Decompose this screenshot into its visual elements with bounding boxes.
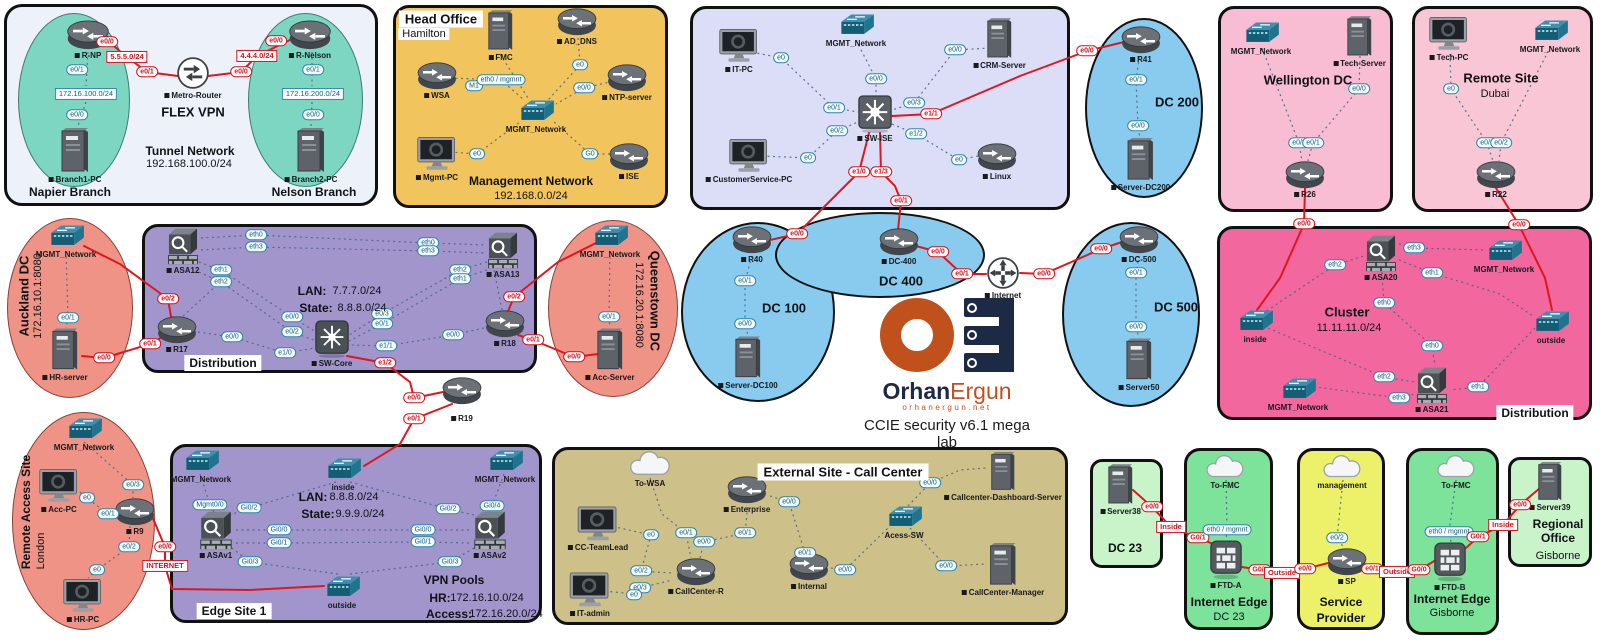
link-dash-22: [200, 246, 487, 254]
link-dash-5: [499, 53, 529, 99]
link-red-69: [1019, 241, 1123, 275]
link-red-80: [1241, 561, 1333, 574]
link-dash-13: [761, 121, 859, 159]
link-dash-8: [449, 121, 521, 155]
link-dash-42: [79, 491, 114, 515]
link-dash-19: [1498, 45, 1552, 162]
link-dash-20: [65, 250, 69, 329]
logo-e-icon: [964, 298, 1014, 372]
link-dash-28: [348, 269, 488, 342]
link-dash-32: [744, 255, 753, 337]
link-red-73: [517, 334, 599, 358]
link-dash-36: [1398, 243, 1487, 251]
link-dash-17: [1307, 55, 1361, 162]
link-red-72: [505, 241, 599, 317]
lab-title: CCIE security v6.1 mega lab: [864, 417, 1030, 451]
link-dash-24: [198, 271, 317, 342]
link-red-70: [83, 245, 173, 323]
link-dash-27: [348, 261, 488, 336]
link-red-63: [103, 37, 179, 77]
link-dash-0: [85, 51, 89, 87]
orhan-ergun-logo: OrhanErgun orhanergun.net CCIE security …: [852, 298, 1042, 451]
link-red-82: [1465, 487, 1541, 549]
link-dash-14: [891, 123, 979, 161]
link-dash-38: [1381, 271, 1436, 367]
link-red-71: [81, 335, 165, 359]
link-dash-53: [601, 523, 673, 574]
link-dash-60: [1225, 479, 1228, 541]
cluster-box: [1217, 226, 1592, 420]
link-dash-12: [891, 47, 991, 111]
link-dash-16: [1261, 47, 1303, 162]
link-dash-6: [547, 37, 581, 101]
link-dash-11: [751, 51, 859, 113]
link-dash-15: [1135, 45, 1142, 139]
logo-wordmark: OrhanErgun: [852, 380, 1042, 403]
link-dash-7: [555, 79, 619, 105]
logo-brand-orange: Ergun: [950, 378, 1012, 404]
link-red-79: [1132, 489, 1217, 546]
link-dash-3: [310, 101, 313, 127]
link-dash-47: [491, 473, 505, 510]
logo-o-icon: [880, 298, 954, 372]
link-dash-45: [229, 481, 337, 516]
link-dash-59: [909, 527, 987, 567]
link-dash-35: [1262, 325, 1416, 383]
link-dash-57: [830, 527, 889, 571]
link-red-68: [915, 245, 987, 275]
link-red-77: [1256, 187, 1306, 311]
link-dash-44: [199, 473, 215, 513]
link-dash-51: [349, 547, 475, 575]
link-dash-25: [182, 285, 217, 317]
link-dash-43: [87, 525, 131, 579]
link-dash-37: [1398, 259, 1534, 317]
link-red-66: [769, 132, 870, 241]
link-dash-39: [1307, 385, 1416, 399]
link-dash-50: [231, 547, 339, 575]
link-dash-41: [83, 441, 134, 498]
link-red-81: [1361, 559, 1437, 573]
link-red-76: [151, 515, 325, 591]
link-dash-34: [1261, 255, 1365, 315]
link-dash-9: [553, 121, 610, 155]
link-dash-30: [493, 269, 503, 311]
link-dash-23: [198, 261, 317, 333]
logo-brand-dark: Orhan: [882, 378, 951, 404]
link-dash-49: [236, 541, 471, 544]
link-red-64: [207, 37, 295, 77]
link-red-78: [1495, 187, 1553, 311]
link-dash-26: [197, 331, 316, 354]
link-dash-62: [1448, 479, 1457, 543]
link-dash-61: [1336, 479, 1345, 549]
link-dash-18: [1449, 53, 1494, 162]
link-red-74: [346, 355, 444, 399]
logo-site-text: orhanergun.net: [902, 403, 992, 412]
link-dash-1: [77, 101, 87, 127]
link-dash-54: [593, 579, 673, 595]
link-dash-21: [200, 234, 487, 246]
link-dash-33: [1135, 255, 1140, 339]
link-dash-31: [608, 250, 611, 329]
link-red-75: [363, 403, 453, 467]
link-dash-55: [699, 503, 749, 559]
link-dash-4: [449, 77, 525, 101]
link-dash-40: [1449, 327, 1536, 391]
link-dash-46: [349, 481, 475, 516]
logo-graphic: [852, 298, 1042, 378]
link-dash-56: [769, 495, 808, 557]
link-red-65: [891, 41, 1125, 117]
link-dash-10: [855, 39, 877, 95]
link-dash-52: [649, 477, 692, 559]
link-red-67: [879, 132, 902, 231]
link-dash-58: [907, 467, 987, 507]
